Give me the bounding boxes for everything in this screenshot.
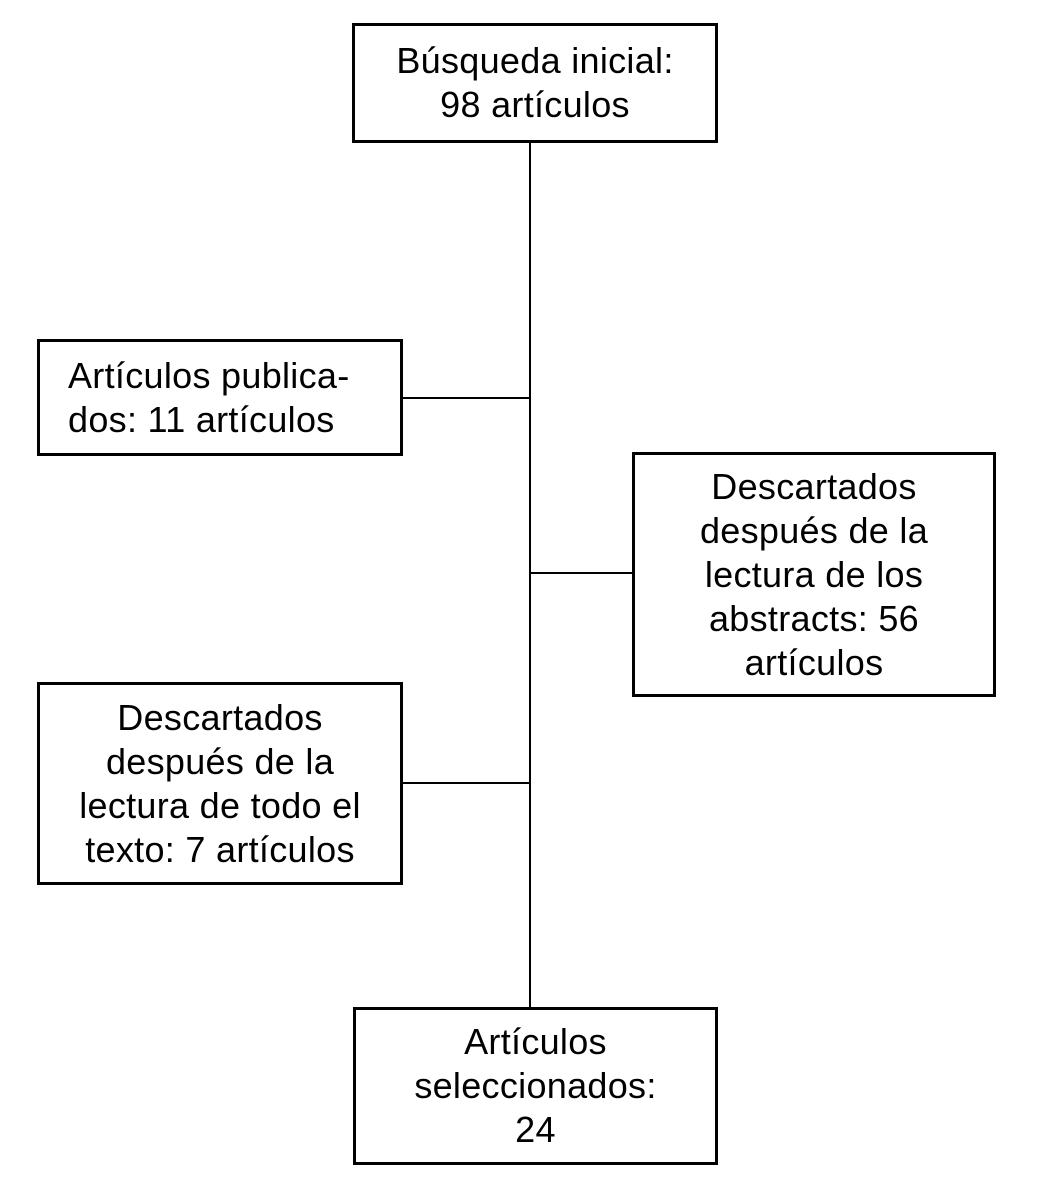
connector-articulos-publicados xyxy=(403,397,530,399)
flow-node-descartados-abstracts: Descartados después de la lectura de los… xyxy=(632,452,996,697)
flow-node-articulos-seleccionados: Artículos seleccionados: 24 xyxy=(353,1007,718,1165)
flow-node-articulos-seleccionados-label: Artículos seleccionados: 24 xyxy=(414,1021,657,1150)
flow-node-busqueda-inicial: Búsqueda inicial: 98 artículos xyxy=(352,23,718,143)
flow-node-articulos-publicados-label: Artículos publica- dos: 11 artículos xyxy=(68,354,350,440)
connector-descartados-texto xyxy=(403,782,530,784)
flow-node-articulos-publicados: Artículos publica- dos: 11 artículos xyxy=(37,339,403,456)
flow-node-descartados-abstracts-label: Descartados después de la lectura de los… xyxy=(699,465,929,683)
flow-node-busqueda-inicial-label: Búsqueda inicial: 98 artículos xyxy=(396,40,674,125)
flow-node-descartados-texto: Descartados después de la lectura de tod… xyxy=(37,682,403,885)
connector-descartados-abstracts xyxy=(530,572,632,574)
flow-node-descartados-texto-label: Descartados después de la lectura de tod… xyxy=(79,696,361,870)
connector-main-vertical-line xyxy=(529,143,531,1007)
